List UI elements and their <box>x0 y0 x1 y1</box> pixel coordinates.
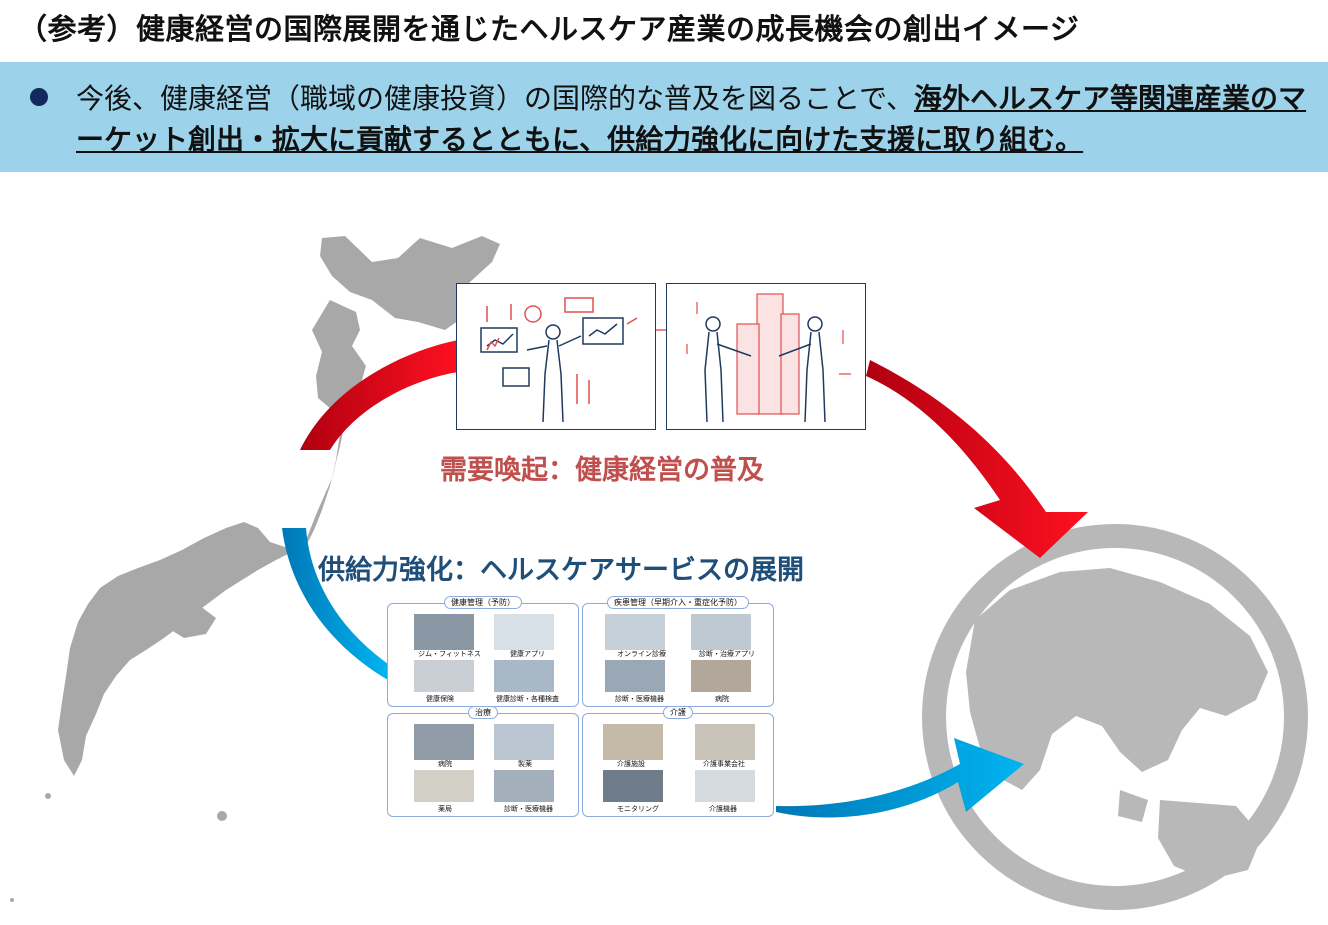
photo-care-facility <box>603 724 663 760</box>
photo-medical-device <box>605 660 665 692</box>
supply-arrow <box>282 528 388 680</box>
photo-online-care <box>605 614 665 650</box>
caption: 薬局 <box>438 805 452 813</box>
partnership-drawing <box>686 293 851 423</box>
photo-diagnosis-app <box>691 614 751 650</box>
panel-title: 健康管理（予防） <box>444 596 522 609</box>
caption: 健康アプリ <box>510 650 545 658</box>
demand-arrow <box>300 340 458 450</box>
caption: 診断・医療機器 <box>615 695 664 703</box>
demand-label: 需要喚起：健康経営の普及 <box>440 455 764 486</box>
photo-care-company <box>695 724 755 760</box>
japan-map <box>10 236 500 902</box>
supply-arrow-right <box>776 738 1024 818</box>
photo-insurance <box>414 660 474 692</box>
photo-health-app <box>494 614 554 650</box>
photo-gym <box>414 614 474 650</box>
panel-title: 疾患管理（早期介入・重症化予防） <box>607 596 749 609</box>
demand-arrow-right <box>866 360 1088 558</box>
caption: 介護機器 <box>709 805 737 813</box>
caption: 病院 <box>715 695 729 703</box>
panel-prevention: 健康管理（予防） ジム・フィットネス 健康アプリ 健康保険 健康診断・各種検査 <box>387 596 579 707</box>
caption: 製薬 <box>518 760 532 768</box>
summary-text: 今後、健康経営（職域の健康投資）の国際的な普及を図ることで、海外ヘルスケア等関連… <box>76 78 1311 160</box>
panel-title: 介護 <box>663 706 693 719</box>
summary-band <box>0 62 1328 172</box>
globe <box>922 524 1308 910</box>
caption: 介護事業会社 <box>703 760 745 768</box>
caption: 診断・治療アプリ <box>699 650 755 658</box>
globe-continents <box>966 568 1268 880</box>
photo-diagnostic-equipment <box>494 770 554 802</box>
caption: モニタリング <box>617 805 659 813</box>
illustration-partnership <box>666 283 866 430</box>
caption: 病院 <box>438 760 452 768</box>
photo-checkup <box>494 660 554 692</box>
caption: ジム・フィットネス <box>418 650 481 658</box>
panel-care: 介護 介護施設 介護事業会社 モニタリング 介護機器 <box>582 706 774 817</box>
photo-monitoring <box>603 770 663 802</box>
supply-label: 供給力強化：ヘルスケアサービスの展開 <box>318 555 804 586</box>
summary-normal: 今後、健康経営（職域の健康投資）の国際的な普及を図ることで、 <box>76 82 915 115</box>
caption: 健康診断・各種検査 <box>496 695 559 703</box>
caption: オンライン診療 <box>617 650 666 658</box>
photo-hospital <box>414 724 474 760</box>
page-title: （参考）健康経営の国際展開を通じたヘルスケア産業の成長機会の創出イメージ <box>18 12 1080 46</box>
photo-pharmacy <box>414 770 474 802</box>
bullet-dot <box>30 88 48 106</box>
photo-pharma <box>494 724 554 760</box>
photo-hospital <box>691 660 751 692</box>
caption: 診断・医療機器 <box>504 805 553 813</box>
panel-treatment: 治療 病院 製薬 薬局 診断・医療機器 <box>387 706 579 817</box>
panel-disease-management: 疾患管理（早期介入・重症化予防） オンライン診療 診断・治療アプリ 診断・医療機… <box>582 596 774 707</box>
photo-care-equipment <box>695 770 755 802</box>
presenter-drawing <box>480 297 638 423</box>
caption: 健康保険 <box>426 695 454 703</box>
panel-title: 治療 <box>468 706 498 719</box>
caption: 介護施設 <box>617 760 645 768</box>
illustration-presenter <box>456 283 656 430</box>
summary-emphasis: 海外ヘルスケア等関連産業のマーケット創出・拡大に貢献するとともに、供給力強化に向… <box>76 82 1307 156</box>
